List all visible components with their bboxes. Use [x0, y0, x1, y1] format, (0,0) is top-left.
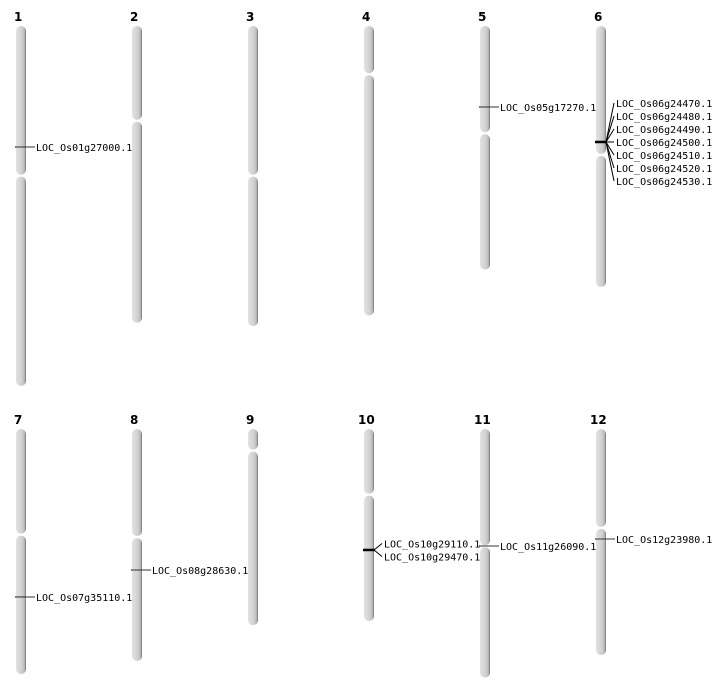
- gene-label[interactable]: LOC_Os10g29110.1: [384, 539, 480, 550]
- long-arm: [480, 547, 490, 678]
- chromosome-2[interactable]: 2: [130, 10, 142, 323]
- gene-connector: [605, 128, 615, 143]
- gene-label[interactable]: LOC_Os06g24510.1: [616, 151, 712, 162]
- gene-label[interactable]: LOC_Os06g24530.1: [616, 177, 712, 188]
- short-arm: [132, 26, 142, 120]
- chromosome-label: 3: [246, 10, 254, 24]
- gene-connector: [605, 141, 615, 156]
- short-arm: [132, 429, 142, 537]
- chromosome-label: 7: [14, 413, 22, 427]
- long-arm: [248, 451, 258, 626]
- gene-label[interactable]: LOC_Os01g27000.1: [36, 143, 132, 154]
- gene-connector: [373, 549, 383, 557]
- gene-label[interactable]: LOC_Os06g24500.1: [616, 138, 712, 149]
- long-arm: [596, 155, 606, 288]
- long-arm: [16, 535, 26, 675]
- long-arm: [16, 176, 26, 386]
- chromosome-label: 9: [246, 413, 254, 427]
- gene-label[interactable]: LOC_Os06g24480.1: [616, 112, 712, 123]
- chromosome-label: 1: [14, 10, 22, 24]
- chromosome-label: 11: [474, 413, 491, 427]
- short-arm: [16, 26, 26, 175]
- long-arm: [480, 134, 490, 270]
- gene-connector: [605, 141, 615, 182]
- gene-connector: [605, 102, 615, 143]
- short-arm: [480, 26, 490, 133]
- gene-label[interactable]: LOC_Os06g24520.1: [616, 164, 712, 175]
- long-arm: [364, 75, 374, 316]
- gene-label[interactable]: LOC_Os10g29470.1: [384, 552, 480, 563]
- gene-label[interactable]: LOC_Os06g24490.1: [616, 125, 712, 136]
- short-arm: [364, 429, 374, 494]
- long-arm: [132, 538, 142, 661]
- long-arm: [248, 176, 258, 327]
- gene-label[interactable]: LOC_Os11g26090.1: [500, 542, 596, 553]
- short-arm: [248, 429, 258, 450]
- chromosome-label: 5: [478, 10, 486, 24]
- gene-label[interactable]: LOC_Os05g17270.1: [500, 103, 596, 114]
- chromosome-label: 6: [594, 10, 602, 24]
- chromosome-label: 4: [362, 10, 370, 24]
- short-arm: [364, 26, 374, 74]
- chromosome-label: 10: [358, 413, 375, 427]
- gene-label[interactable]: LOC_Os08g28630.1: [152, 566, 248, 577]
- short-arm: [248, 26, 258, 175]
- gene-label[interactable]: LOC_Os12g23980.1: [616, 535, 712, 546]
- short-arm: [480, 429, 490, 546]
- gene-connector: [605, 115, 615, 143]
- chromosome-9[interactable]: 9: [246, 413, 258, 626]
- chromosome-6[interactable]: 6LOC_Os06g24470.1LOC_Os06g24480.1LOC_Os0…: [594, 10, 712, 288]
- chromosome-label: 8: [130, 413, 138, 427]
- chromosome-label: 12: [590, 413, 607, 427]
- long-arm: [132, 121, 142, 323]
- gene-label[interactable]: LOC_Os07g35110.1: [36, 593, 132, 604]
- short-arm: [596, 26, 606, 154]
- chromosome-label: 2: [130, 10, 138, 24]
- short-arm: [16, 429, 26, 534]
- chromosome-3[interactable]: 3: [246, 10, 258, 327]
- chromosome-4[interactable]: 4: [362, 10, 374, 316]
- long-arm: [596, 528, 606, 656]
- gene-connector: [373, 543, 383, 551]
- gene-label[interactable]: LOC_Os06g24470.1: [616, 99, 712, 110]
- long-arm: [364, 495, 374, 622]
- short-arm: [596, 429, 606, 527]
